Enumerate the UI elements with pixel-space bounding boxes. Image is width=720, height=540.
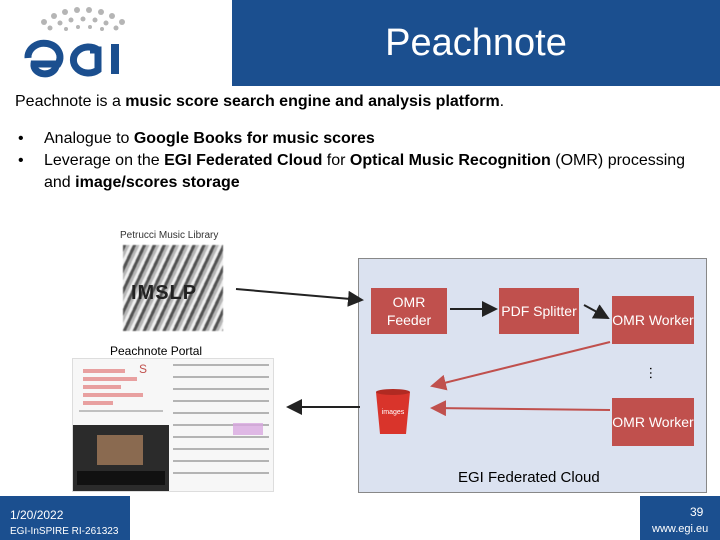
footer-date: 1/20/2022 [10, 508, 63, 522]
bullet-text: Analogue to [44, 130, 134, 147]
library-logo-text: IMSLP [131, 282, 197, 305]
bullet-item: Analogue to Google Books for music score… [18, 128, 698, 150]
petrucci-library-image: Petrucci Music Library IMSLP [115, 227, 235, 335]
bullet-text: for [322, 152, 350, 169]
bullet-item: Leverage on the EGI Federated Cloud for … [18, 150, 698, 194]
bullet-bold: Google Books for music scores [134, 130, 375, 147]
intro-suffix: . [500, 93, 504, 110]
omr-feeder-box: OMR Feeder [371, 288, 447, 334]
bullet-bold: EGI Federated Cloud [164, 152, 322, 169]
slide-title: Peachnote [232, 0, 720, 86]
cloud-label: EGI Federated Cloud [458, 469, 600, 486]
omr-worker-box-2: OMR Worker [612, 398, 694, 446]
footer-project: EGI-InSPIRE RI-261323 [10, 526, 118, 537]
page-number: 39 [690, 505, 703, 519]
library-label: Petrucci Music Library [120, 230, 218, 241]
intro-text: Peachnote is a music score search engine… [15, 93, 504, 111]
bullet-text: Leverage on the [44, 152, 164, 169]
arrow-library-to-feeder [236, 289, 362, 300]
bullet-list: Analogue to Google Books for music score… [18, 128, 698, 194]
intro-bold: music score search engine and analysis p… [125, 93, 499, 110]
portal-screenshot: S [72, 358, 274, 492]
svg-text:S: S [139, 362, 147, 376]
bucket-label: images [382, 409, 405, 416]
ellipsis-vertical: … [647, 366, 663, 380]
footer-url[interactable]: www.egi.eu [652, 523, 708, 535]
omr-worker-box-1: OMR Worker [612, 296, 694, 344]
egi-logo [8, 2, 218, 84]
storage-bucket-icon: images [374, 388, 412, 436]
bullet-bold: Optical Music Recognition [350, 152, 551, 169]
bullet-bold: image/scores storage [75, 174, 240, 191]
intro-prefix: Peachnote is a [15, 93, 125, 110]
slide-header: Peachnote [0, 0, 720, 86]
portal-screenshot-graphic: S [73, 359, 273, 491]
pdf-splitter-box: PDF Splitter [499, 288, 579, 334]
portal-label: Peachnote Portal [110, 344, 202, 358]
